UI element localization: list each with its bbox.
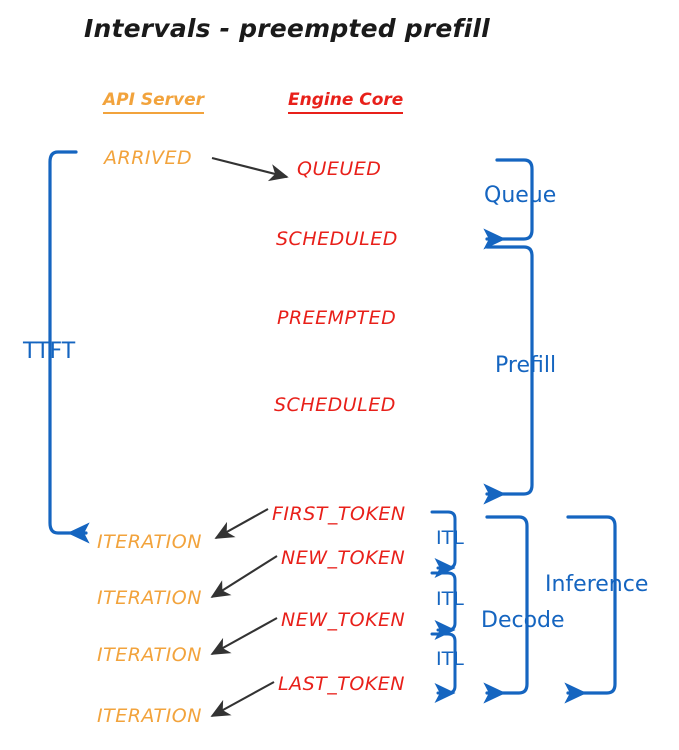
interval-label-ttft: TTFT (23, 339, 76, 364)
event-preempted: PREEMPTED (277, 307, 397, 329)
event-iteration-2: ITERATION (97, 587, 202, 609)
interval-label-itl-1: ITL (436, 527, 464, 549)
interval-label-inference: Inference (545, 572, 649, 597)
arrow-first-token-to-iteration-1 (214, 508, 269, 539)
event-scheduled-2: SCHEDULED (274, 394, 396, 416)
event-scheduled-1: SCHEDULED (276, 228, 398, 250)
arrow-last-token-to-iteration-4 (210, 681, 275, 717)
event-arrived: ARRIVED (104, 147, 193, 169)
interval-label-prefill: Prefill (495, 353, 557, 378)
column-header-api-server: API Server (103, 90, 205, 114)
interval-label-queue: Queue (484, 183, 557, 208)
event-queued: QUEUED (297, 158, 382, 180)
arrow-new-token-1-to-iteration-2 (210, 555, 278, 598)
bracket-inference (564, 515, 617, 704)
interval-label-itl-2: ITL (436, 588, 464, 610)
event-iteration-3: ITERATION (97, 644, 202, 666)
bracket-decode (483, 515, 529, 704)
page-title: Intervals - preempted prefill (84, 14, 490, 43)
column-header-engine-core: Engine Core (288, 90, 404, 114)
event-iteration-1: ITERATION (97, 531, 202, 553)
arrow-new-token-2-to-iteration-3 (210, 617, 278, 655)
interval-label-itl-3: ITL (436, 648, 464, 670)
event-last-token: LAST_TOKEN (278, 673, 405, 695)
event-new-token-2: NEW_TOKEN (281, 609, 406, 631)
interval-label-decode: Decode (481, 608, 565, 633)
event-first-token: FIRST_TOKEN (272, 503, 406, 525)
arrow-arrived-to-queued (211, 156, 289, 182)
event-new-token-1: NEW_TOKEN (281, 547, 406, 569)
event-iteration-4: ITERATION (97, 705, 202, 727)
